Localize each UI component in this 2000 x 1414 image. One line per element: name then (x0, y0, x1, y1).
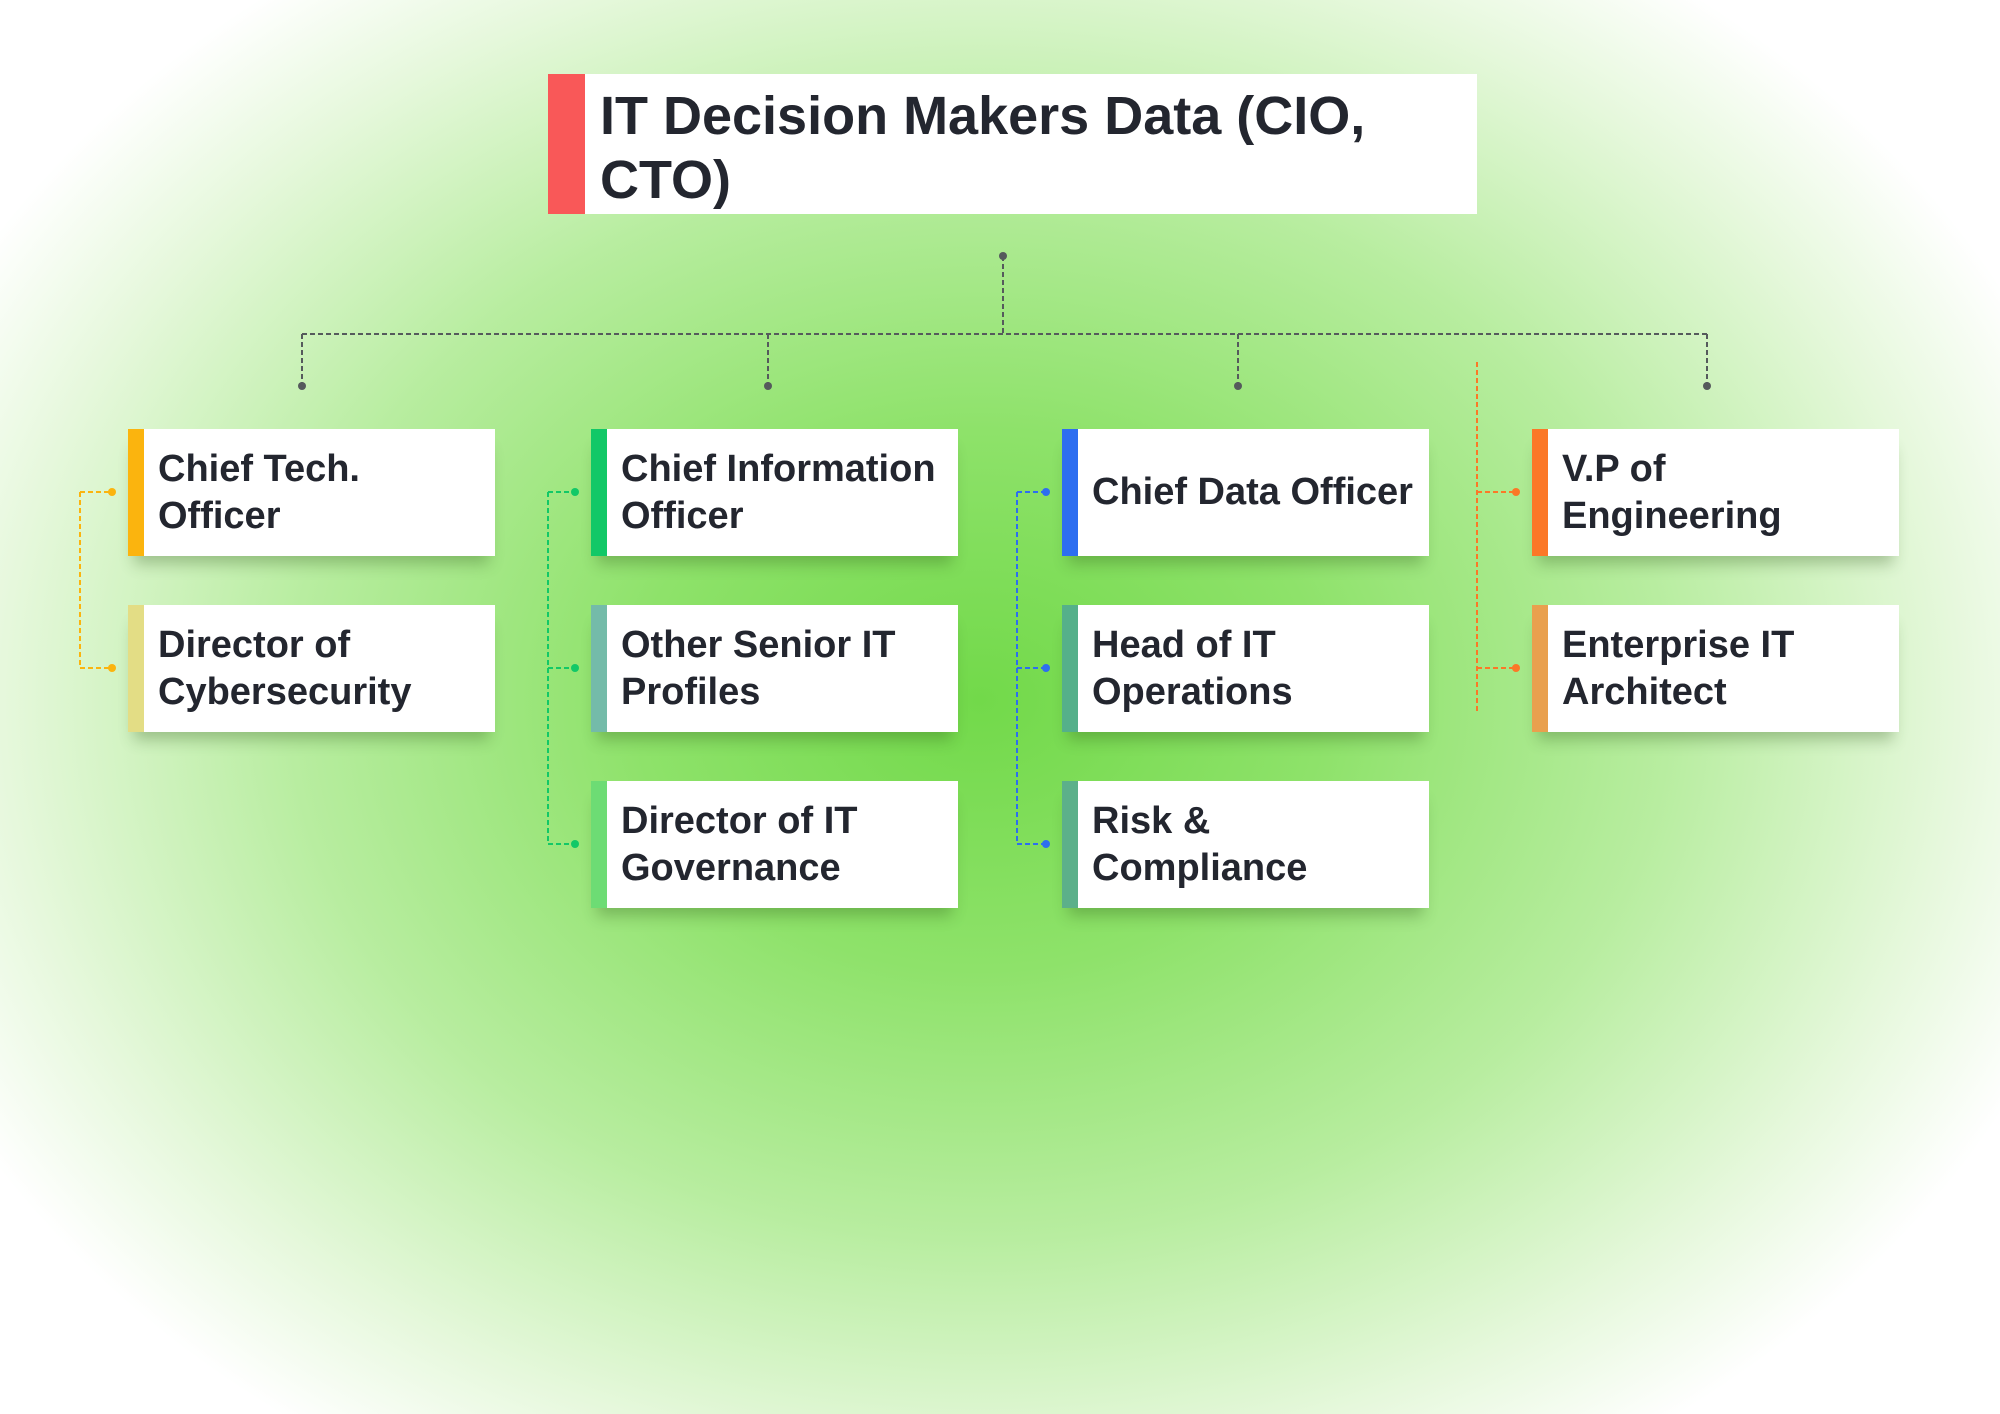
role-accent-bar (1062, 781, 1078, 908)
role-box: Chief Data Officer (1062, 429, 1429, 556)
role-accent-bar (128, 429, 144, 556)
role-label: Chief Data Officer (1092, 471, 1413, 513)
role-box: V.P of Engineering (1532, 429, 1899, 556)
role-label: Other Senior IT Profiles (621, 623, 896, 713)
side-dot (108, 664, 116, 672)
role-accent-bar (128, 605, 144, 732)
side-dot (1512, 664, 1520, 672)
role-label: V.P of Engineering (1562, 447, 1782, 537)
side-dot (571, 664, 579, 672)
role-box: Enterprise IT Architect (1532, 605, 1899, 732)
title-text: IT Decision Makers Data (CIO, CTO) (600, 86, 1366, 210)
role-box: Chief Tech. Officer (128, 429, 495, 556)
drop-dot (298, 382, 306, 390)
role-label: Director of IT Governance (621, 799, 858, 889)
role-accent-bar (1062, 605, 1078, 732)
drop-dot (764, 382, 772, 390)
side-dot (1042, 664, 1050, 672)
role-box: Other Senior IT Profiles (591, 605, 958, 732)
role-accent-bar (591, 781, 607, 908)
drop-dot (1234, 382, 1242, 390)
side-dot (571, 840, 579, 848)
role-label: Chief Information Officer (621, 447, 936, 537)
role-label: Enterprise IT Architect (1562, 623, 1795, 713)
side-dot (1042, 840, 1050, 848)
role-box: Director of IT Governance (591, 781, 958, 908)
drop-dot (1703, 382, 1711, 390)
role-box: Director of Cybersecurity (128, 605, 495, 732)
title-accent-bar (548, 74, 585, 214)
side-dot (571, 488, 579, 496)
role-accent-bar (1532, 429, 1548, 556)
role-label: Head of IT Operations (1092, 623, 1293, 713)
role-accent-bar (591, 605, 607, 732)
role-label: Risk & Compliance (1092, 799, 1308, 889)
side-dot (1042, 488, 1050, 496)
role-accent-bar (1062, 429, 1078, 556)
side-dot (108, 488, 116, 496)
role-label: Chief Tech. Officer (158, 447, 360, 537)
side-dot (1512, 488, 1520, 496)
role-accent-bar (1532, 605, 1548, 732)
role-label: Director of Cybersecurity (158, 623, 412, 713)
role-box: Risk & Compliance (1062, 781, 1429, 908)
chart-title: IT Decision Makers Data (CIO, CTO) (548, 74, 1477, 214)
role-box: Chief Information Officer (591, 429, 958, 556)
role-accent-bar (591, 429, 607, 556)
role-box: Head of IT Operations (1062, 605, 1429, 732)
